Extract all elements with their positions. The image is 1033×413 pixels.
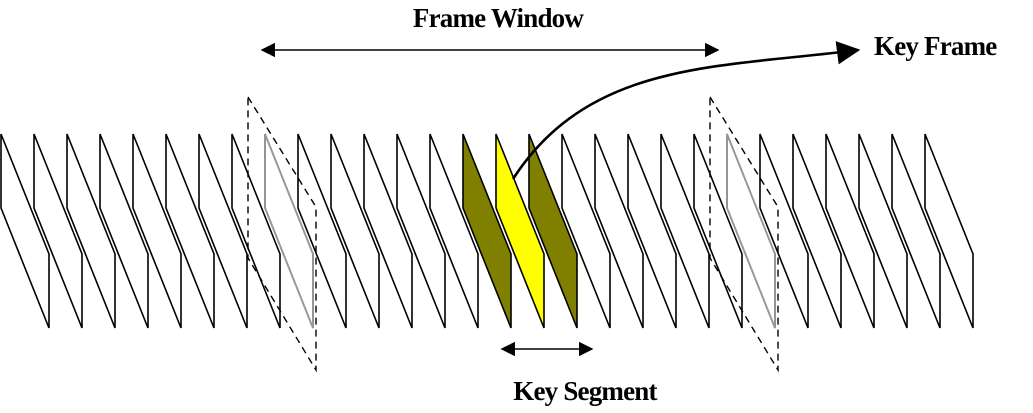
frame bbox=[693, 133, 743, 329]
window-start-boundary bbox=[247, 94, 317, 373]
frame bbox=[66, 133, 116, 329]
frame bbox=[363, 133, 413, 329]
frame-window-boundaries bbox=[247, 94, 779, 373]
key-segment-frame bbox=[462, 133, 512, 329]
frame bbox=[627, 133, 677, 329]
window-start-frame bbox=[264, 133, 314, 329]
frame bbox=[165, 133, 215, 329]
key-segment-frame bbox=[528, 133, 578, 329]
frame bbox=[231, 133, 281, 329]
frame-stack bbox=[0, 133, 974, 329]
frame bbox=[0, 133, 50, 329]
frame bbox=[891, 133, 941, 329]
key-frame bbox=[495, 133, 545, 329]
frame bbox=[396, 133, 446, 329]
window-end-boundary bbox=[709, 94, 779, 373]
frame bbox=[198, 133, 248, 329]
frame bbox=[330, 133, 380, 329]
frame-window-label: Frame Window bbox=[413, 3, 584, 33]
window-end-frame bbox=[726, 133, 776, 329]
frame bbox=[858, 133, 908, 329]
frame bbox=[792, 133, 842, 329]
frame bbox=[759, 133, 809, 329]
frame bbox=[33, 133, 83, 329]
frame bbox=[594, 133, 644, 329]
frame bbox=[132, 133, 182, 329]
key-segment-label: Key Segment bbox=[513, 376, 657, 406]
frame bbox=[825, 133, 875, 329]
frame bbox=[660, 133, 710, 329]
frame bbox=[561, 133, 611, 329]
frame bbox=[99, 133, 149, 329]
key-frame-label: Key Frame bbox=[874, 31, 997, 61]
frame bbox=[429, 133, 479, 329]
key-frame-pointer-arrow bbox=[511, 41, 861, 180]
frame bbox=[297, 133, 347, 329]
frame bbox=[924, 133, 974, 329]
